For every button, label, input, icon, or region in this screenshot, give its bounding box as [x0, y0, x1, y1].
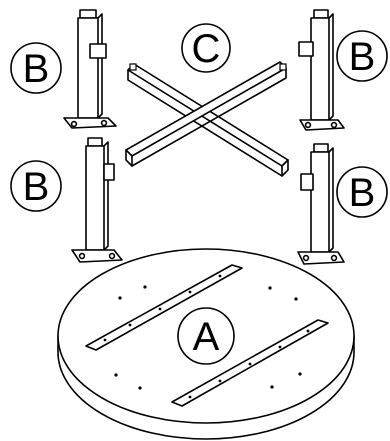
tabletop-label: A [193, 315, 220, 359]
leg-label: B [23, 165, 50, 209]
leg-callout [336, 30, 388, 82]
leg-part-top-left: B [10, 9, 117, 129]
cross-base-part: C [125, 23, 289, 177]
leg-label: B [349, 171, 376, 215]
leg-label: B [349, 35, 376, 79]
tabletop-part: A [57, 248, 355, 440]
tabletop-callout [177, 307, 235, 365]
leg-label: B [23, 47, 50, 91]
cross-base-callout [181, 23, 231, 73]
leg-part-bottom-left: B [10, 137, 123, 263]
leg-part-top-right: B [298, 9, 388, 131]
leg-callout [10, 160, 62, 212]
leg-callout [10, 42, 62, 94]
cross-base-label: C [192, 27, 221, 71]
leg-callout [336, 166, 388, 218]
leg-part-bottom-right: B [297, 143, 388, 265]
